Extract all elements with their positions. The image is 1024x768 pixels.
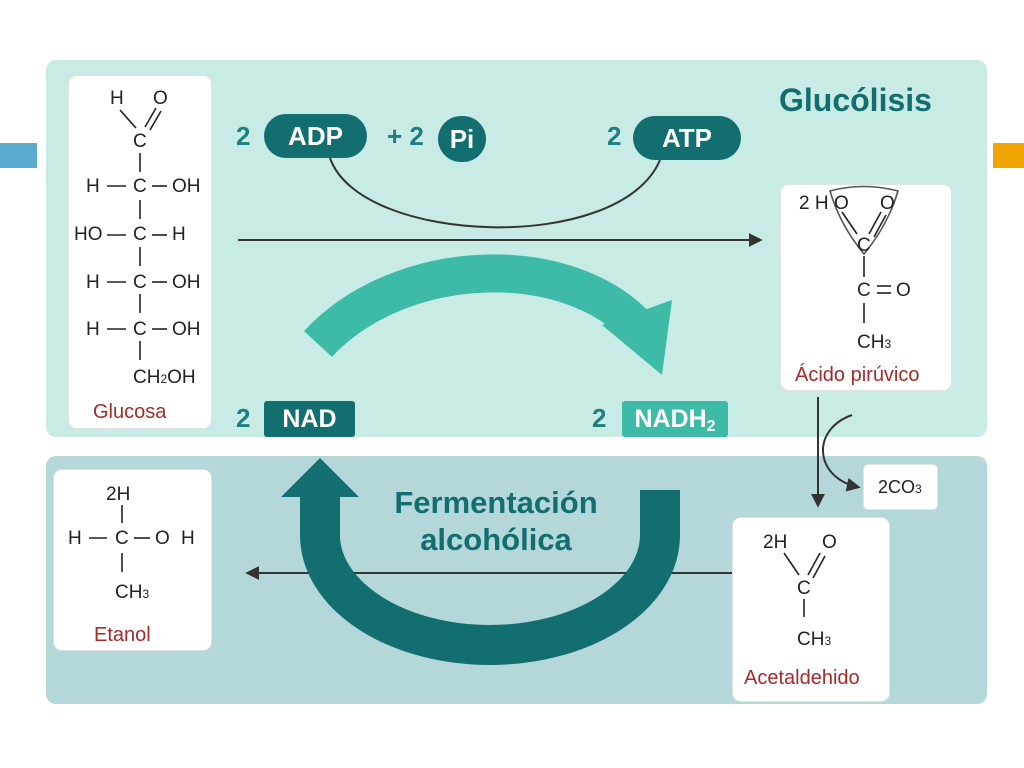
left-accent-bar [0,143,37,168]
nad-regeneration-arrowhead [281,458,359,497]
glucose-row1-right: OH [172,176,201,197]
nadh-subscript: 2 [706,418,716,435]
atp-coefficient: 2 [607,121,622,151]
ethanol-ch-sub: 3 [142,587,150,601]
glucose-top-o: O [153,88,168,109]
glucose-row3-left: H [86,272,100,293]
pyruvic-2h: 2 H [799,193,829,214]
adp-coefficient: 2 [236,121,251,151]
acetaldehyde-o: O [822,532,837,553]
acetaldehyde-ch-sub: 3 [824,634,832,648]
pyruvic-carboxyl-outline [829,185,900,256]
glucose-c3: C [133,224,147,245]
pyruvic-o3: O [896,280,911,301]
pyruvic-ch: CH [857,332,885,353]
nad-reduction-arc [304,254,655,358]
nad-tag: NAD [264,401,355,437]
adp-atp-curve [329,157,661,229]
nadh-label: NADH [634,404,707,433]
pyruvic-box [781,185,951,390]
acetaldehyde-ch: CH [797,629,825,650]
atp-pill: ATP [633,116,741,160]
ethanol-2h: 2H [106,484,131,505]
ethanol-h-right: H [181,528,195,549]
glucose-row4-left: H [86,319,100,340]
nad-coefficient: 2 [236,403,251,433]
acetaldehyde-ch3: CH3 [797,630,831,649]
pyruvic-c1: C [857,235,871,256]
glucose-ch2oh: CH2OH [133,368,196,387]
glycolysis-title: Glucólisis [779,82,932,118]
ethanol-c: C [115,528,129,549]
acetaldehyde-2h: 2H [763,532,788,553]
nad-reduction-arrowhead [602,300,672,375]
acetaldehyde-c: C [797,578,811,599]
pi-pill: Pi [438,116,486,162]
pyruvic-o2: O [880,193,895,214]
pyruvic-ch3: CH3 [857,333,891,352]
pyruvic-o1: O [834,193,849,214]
pyruvic-name: Ácido pirúvico [795,364,920,386]
nad-regeneration-arc [300,490,680,665]
nadh-coefficient: 2 [592,403,607,433]
glucose-row2-left: HO [74,224,103,245]
glucose-row2-right: H [172,224,186,245]
co2-box [864,465,937,509]
ethanol-box [54,470,211,650]
co2-release-curve [822,414,861,492]
glucose-ch: CH [133,367,161,388]
ethanol-name: Etanol [94,624,151,646]
glucose-c1: C [133,131,147,152]
glucose-top-h: H [110,88,124,109]
ethanol-ch3: CH3 [115,583,149,602]
acetaldehyde-box [733,518,889,701]
glucose-c5: C [133,319,147,340]
adp-pill: ADP [264,114,367,158]
right-accent-bar [993,143,1024,168]
glucose-row3-right: OH [172,272,201,293]
glucose-row4-right: OH [172,319,201,340]
glucose-c4: C [133,272,147,293]
glucose-c2: C [133,176,147,197]
glucose-oh: OH [167,367,196,388]
fermentation-title-line2: alcohólica [420,522,572,558]
fermentation-title-line1: Fermentación [394,485,598,520]
pyruvic-c2: C [857,280,871,301]
pyruvic-ch-sub: 3 [884,337,892,351]
pi-coefficient: + 2 [387,121,424,151]
ethanol-o: O [155,528,170,549]
ethanol-ch: CH [115,582,143,603]
glucose-ch-sub: 2 [160,372,168,386]
glucose-row1-left: H [86,176,100,197]
co2-sub: 3 [915,482,922,496]
acetaldehyde-name: Acetaldehido [744,667,860,689]
ethanol-h-left: H [68,528,82,549]
co2-text: 2CO [878,477,916,497]
glucose-name: Glucosa [93,401,167,423]
fermentation-title: Fermentación alcohólica [380,484,612,558]
co2-label: 2CO3 [878,478,922,496]
